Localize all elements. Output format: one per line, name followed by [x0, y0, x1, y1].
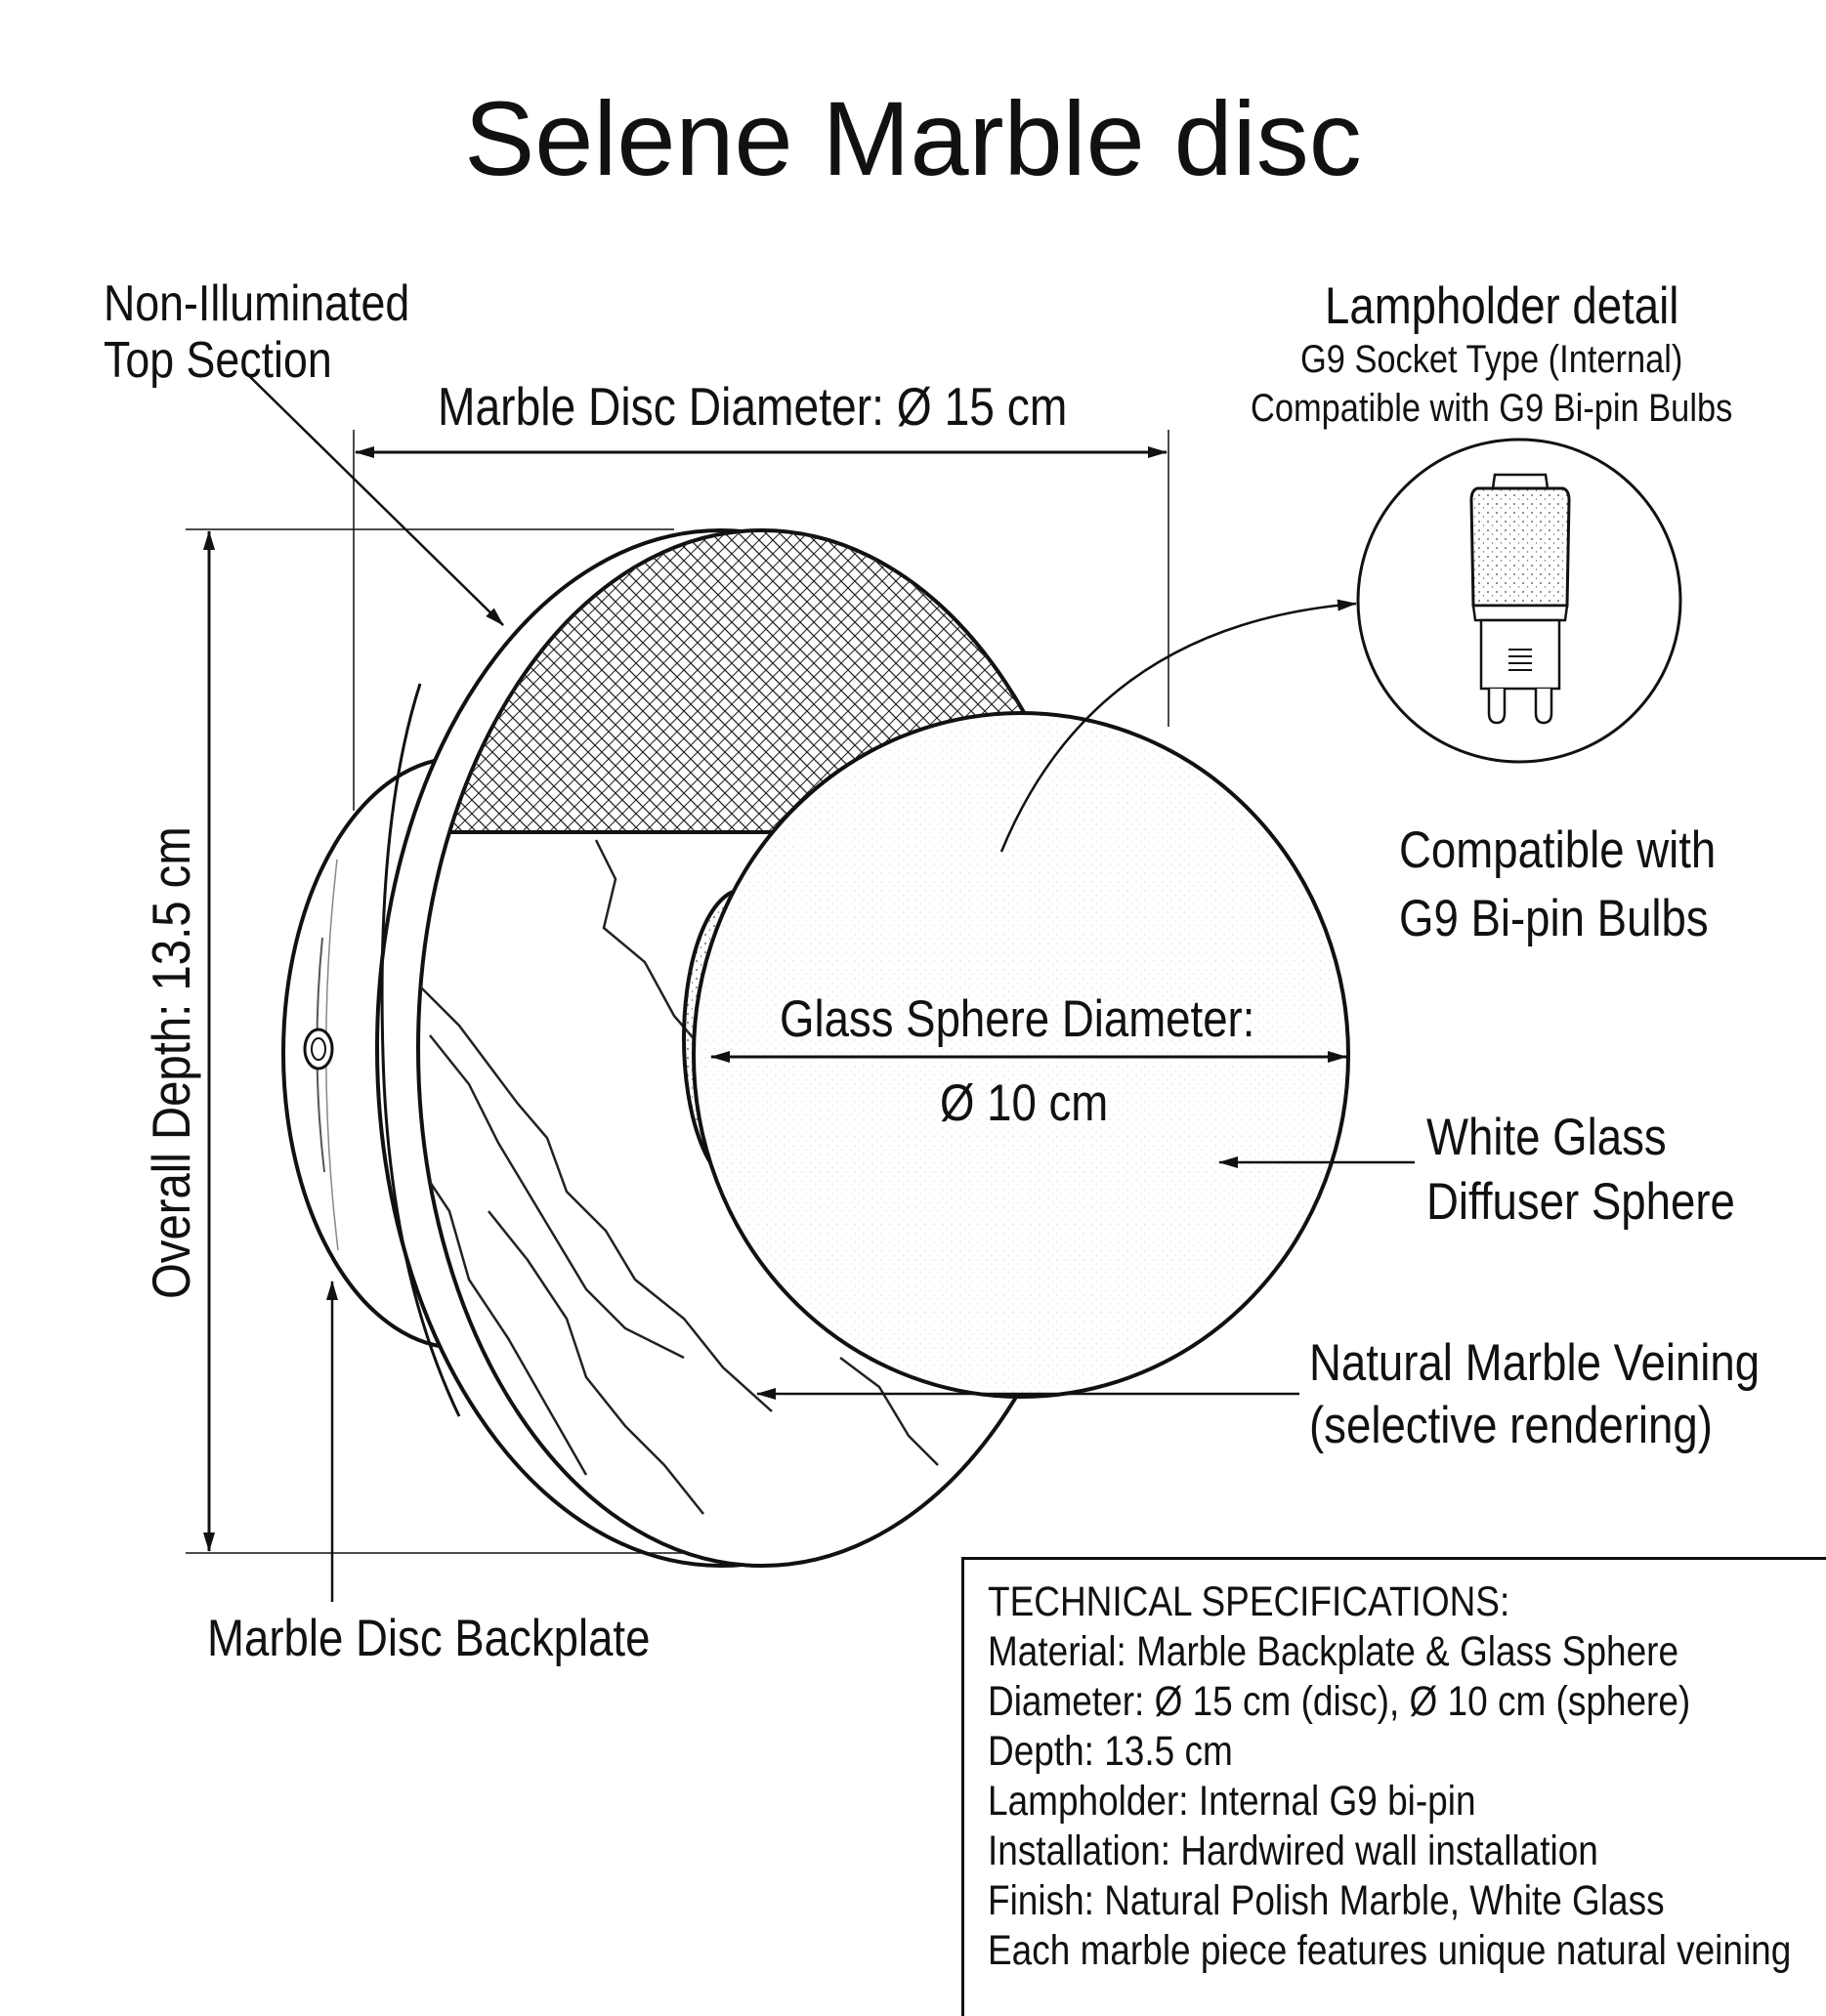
tech-specs-box: TECHNICAL SPECIFICATIONS: Material: Marb… [961, 1557, 1826, 2016]
lampholder-socket: G9 Socket Type (Internal) [1300, 338, 1683, 381]
veining-label-line2: (selective rendering) [1309, 1397, 1713, 1454]
tech-specs-heading: TECHNICAL SPECIFICATIONS: [988, 1578, 1510, 1625]
compatible-label: Compatible with G9 Bi-pin Bulbs [1399, 817, 1716, 953]
glass-diameter-label: Glass Sphere Diameter: [780, 990, 1255, 1048]
veining-label: Natural Marble Veining (selective render… [1309, 1332, 1760, 1457]
top-section-label-line2: Top Section [104, 332, 332, 390]
depth-dimension [186, 528, 684, 1554]
backplate-label: Marble Disc Backplate [207, 1610, 651, 1667]
overall-depth-label: Overall Depth: 13.5 cm [141, 826, 201, 1299]
page-title: Selene Marble disc [464, 79, 1362, 197]
lampholder-title: Lampholder detail [1325, 277, 1679, 335]
lampholder-detail [1356, 438, 1682, 764]
veining-label-line1: Natural Marble Veining [1309, 1334, 1761, 1392]
compatible-label-line2: G9 Bi-pin Bulbs [1399, 890, 1709, 947]
disc-diameter-label: Marble Disc Diameter: Ø 15 cm [438, 376, 1068, 437]
lampholder-leader [999, 599, 1357, 853]
diffuser-label: White Glass Diffuser Sphere [1426, 1106, 1735, 1235]
tech-specs-text: TECHNICAL SPECIFICATIONS: Material: Marb… [988, 1577, 1791, 1976]
mounting-screw [303, 1028, 334, 1071]
spec-line: Diameter: Ø 15 cm (disc), Ø 10 cm (spher… [988, 1678, 1691, 1725]
diffuser-label-line2: Diffuser Sphere [1426, 1173, 1735, 1231]
spec-line: Lampholder: Internal G9 bi-pin [988, 1778, 1476, 1825]
top-section-leader [243, 370, 504, 626]
spec-line: Each marble piece features unique natura… [988, 1927, 1792, 1974]
disc-diameter-dimension [353, 430, 1169, 811]
g9-bulb-icon [1469, 473, 1571, 725]
spec-line: Depth: 13.5 cm [988, 1728, 1233, 1775]
top-section-label: Non-Illuminated Top Section [104, 275, 409, 389]
glass-diameter-value: Ø 10 cm [940, 1074, 1109, 1132]
diffuser-label-line1: White Glass [1426, 1109, 1667, 1166]
top-section-label-line1: Non-Illuminated [104, 275, 410, 332]
spec-line: Installation: Hardwired wall installatio… [988, 1827, 1598, 1874]
spec-line: Finish: Natural Polish Marble, White Gla… [988, 1877, 1665, 1924]
lampholder-compat: Compatible with G9 Bi-pin Bulbs [1251, 387, 1733, 430]
spec-line: Material: Marble Backplate & Glass Spher… [988, 1628, 1679, 1675]
compatible-label-line1: Compatible with [1399, 821, 1717, 879]
glass-sphere [692, 711, 1350, 1399]
